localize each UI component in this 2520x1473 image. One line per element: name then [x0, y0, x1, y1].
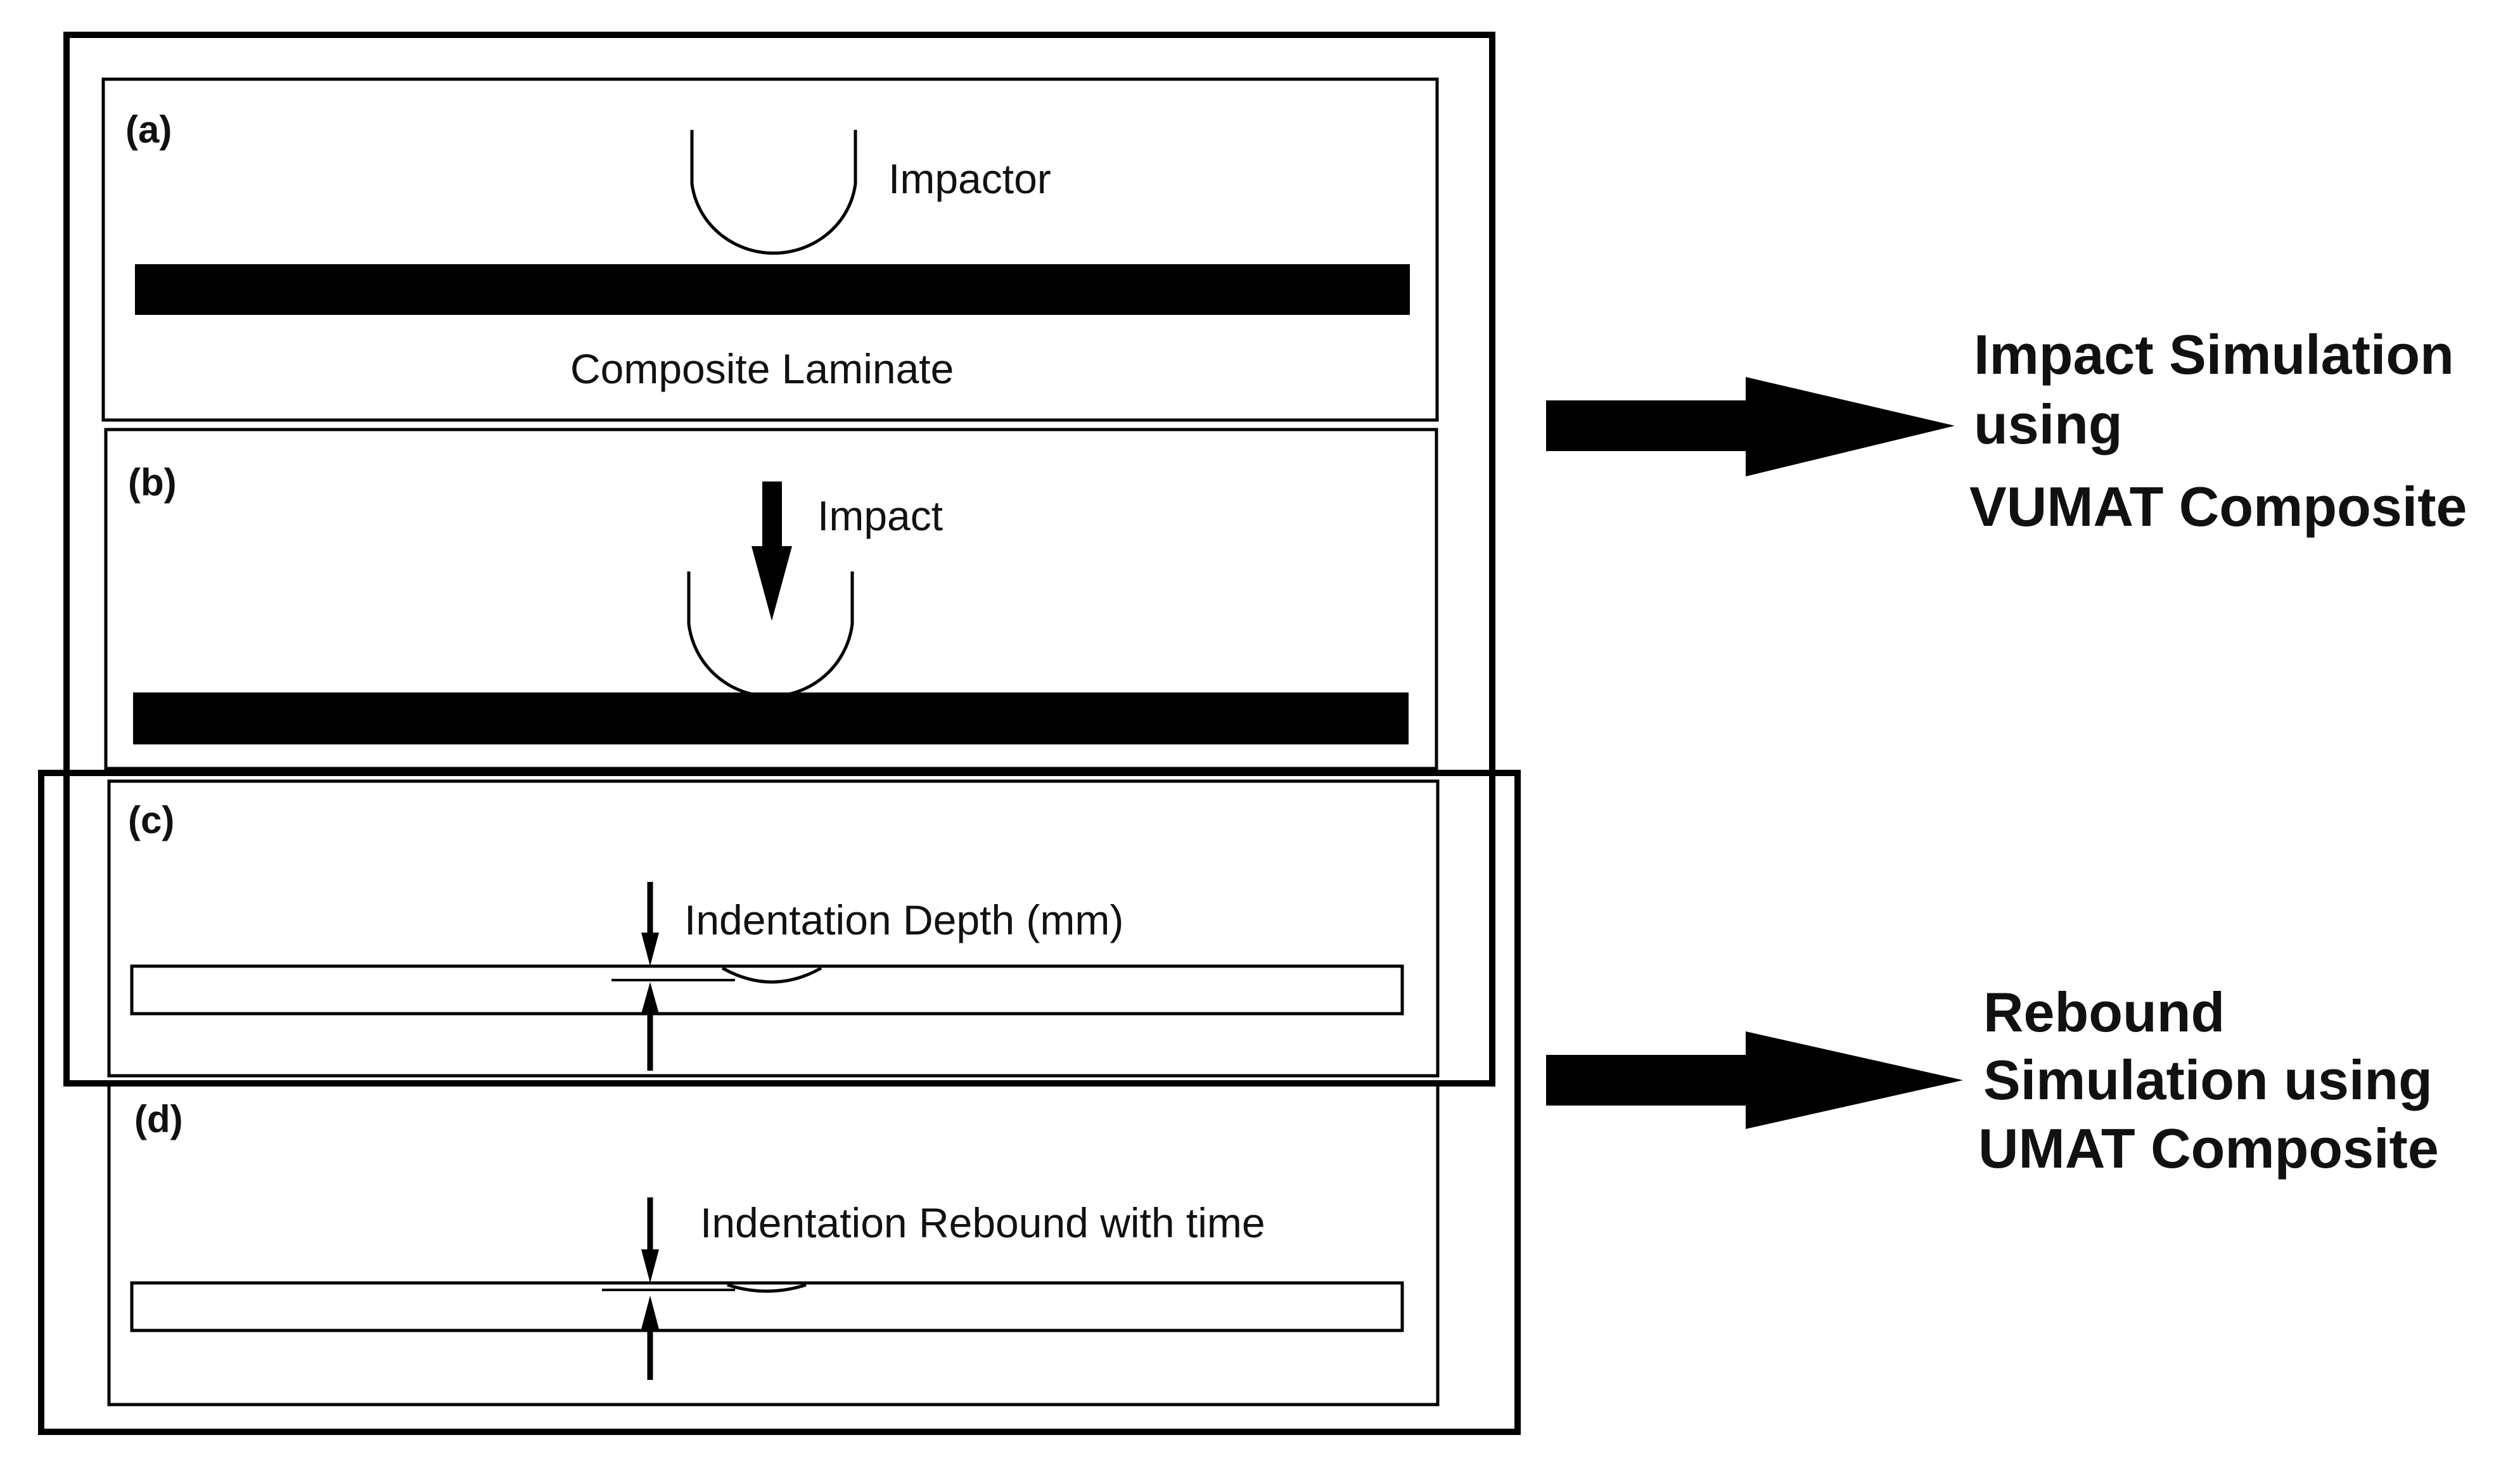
impact-simulation-line-3: VUMAT Composite [1969, 475, 2467, 538]
impact-simulation-text: Impact Simulation using VUMAT Composite [1969, 323, 2467, 538]
impactor-label: Impactor [888, 155, 1051, 202]
rebound-label: Indentation Rebound with time [700, 1199, 1265, 1246]
panel-b: (b) Impact [104, 428, 1438, 770]
panel-a-label: (a) [125, 108, 172, 151]
panel-d-label: (d) [134, 1098, 183, 1140]
panel-b-label: (b) [128, 461, 177, 504]
depth-label: Indentation Depth (mm) [684, 896, 1123, 943]
rebound-dent [727, 1283, 807, 1293]
depth-arrow-up-icon [641, 982, 659, 1014]
panel-d-frame [107, 1081, 1440, 1406]
rebound-simulation-line-2: Simulation using [1983, 1049, 2433, 1111]
laminate-plate-rebound [130, 1281, 1404, 1332]
rebound-simulation-text: Rebound Simulation using UMAT Composite [1978, 981, 2439, 1180]
rebound-arrow-up-icon [641, 1296, 659, 1329]
impact-label: Impact [817, 492, 943, 539]
panel-c-label: (c) [128, 799, 174, 841]
rebound-simulation-line-3: UMAT Composite [1978, 1117, 2439, 1180]
rebound-arrow-down-icon [641, 1249, 659, 1283]
panel-a-frame [101, 77, 1439, 422]
impact-arrow-icon [752, 481, 792, 621]
panel-b-frame [104, 428, 1438, 770]
panel-c: (c) Indentation Depth (mm) [107, 779, 1440, 1078]
indentation-dent [721, 966, 822, 984]
panel-a: (a) Impactor Composite Laminate [101, 77, 1439, 422]
rebound-simulation-line-1: Rebound [1983, 981, 2225, 1043]
laminate-bar-impacted [133, 692, 1409, 744]
laminate-label: Composite Laminate [570, 345, 954, 392]
panel-c-frame [107, 779, 1440, 1078]
impact-simulation-line-1: Impact Simulation [1974, 323, 2454, 386]
depth-arrow-down-icon [641, 933, 659, 966]
rebound-simulation-arrow-icon [1546, 1031, 1963, 1129]
laminate-bar [135, 264, 1410, 315]
impact-simulation-line-2: using [1974, 393, 2123, 456]
impactor-shape [690, 130, 857, 255]
rebound-group-frame [38, 770, 1521, 1435]
impact-simulation-arrow-icon [1546, 377, 1955, 476]
laminate-plate-indented [130, 964, 1404, 1016]
panel-d: (d) Indentation Rebound with time [107, 1081, 1440, 1406]
